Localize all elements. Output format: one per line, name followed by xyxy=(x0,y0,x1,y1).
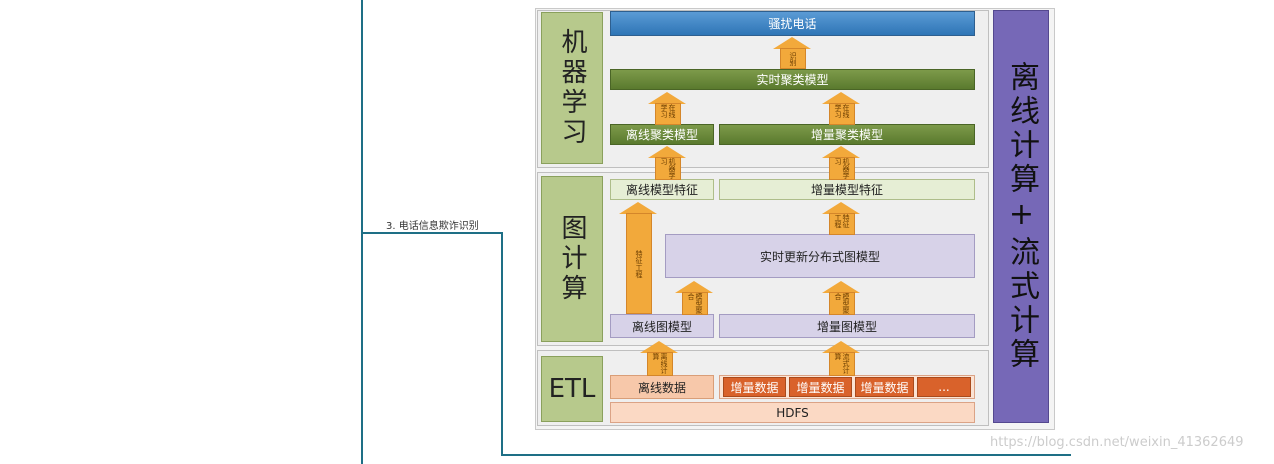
arrow-head xyxy=(773,37,811,49)
box-offline-feature: 离线模型特征 xyxy=(610,179,714,200)
arrow-head xyxy=(648,146,686,158)
box-incr-feature: 增量模型特征 xyxy=(719,179,975,200)
box-incr-data-3: 增量数据 xyxy=(855,377,914,397)
arrow-feature-eng-offline: 特征工程 xyxy=(619,202,657,314)
arrow-offline-compute: 离线计算 xyxy=(640,341,678,376)
arrow-head xyxy=(640,341,678,353)
arrow-online-learning-offline: 在线学习 xyxy=(648,92,686,125)
box-incr-data-2: 增量数据 xyxy=(789,377,852,397)
arrow-identify: 识别 xyxy=(773,37,811,69)
box-incr-graph: 增量图模型 xyxy=(719,314,975,338)
arrow-stream-compute: 流式计算 xyxy=(822,341,860,376)
arrow-head xyxy=(822,202,860,214)
box-realtime-graph: 实时更新分布式图模型 xyxy=(665,234,975,278)
watermark: https://blog.csdn.net/weixin_41362649 xyxy=(990,435,1244,450)
box-incr-data-more: ... xyxy=(917,377,971,397)
arrow-ml-offline: 机器学习 xyxy=(648,146,686,180)
arrow-head xyxy=(822,146,860,158)
section-title-ml: 机器学习 xyxy=(541,12,603,164)
arrow-label: 流式计算 xyxy=(829,352,855,376)
arrow-label: 模型聚合 xyxy=(682,292,708,315)
box-offline-data: 离线数据 xyxy=(610,375,714,399)
section-title-etl: ETL xyxy=(541,356,603,422)
mindmap-branch-connector xyxy=(501,232,503,456)
box-offline-cluster: 离线聚类模型 xyxy=(610,124,714,145)
arrow-model-agg-offline: 模型聚合 xyxy=(675,281,713,315)
arrow-head xyxy=(822,281,860,293)
arrow-model-agg-incr: 模型聚合 xyxy=(822,281,860,315)
arrow-head xyxy=(648,92,686,104)
arrow-label: 在线学习 xyxy=(655,103,681,125)
mindmap-branch-underline xyxy=(501,454,1071,456)
arrow-label: 在线学习 xyxy=(829,103,855,125)
arrow-head xyxy=(619,202,657,214)
mindmap-branch-line xyxy=(362,232,502,234)
box-offline-graph: 离线图模型 xyxy=(610,314,714,338)
right-band-compute: 离线计算+流式计算 xyxy=(993,10,1049,423)
arrow-label: 识别 xyxy=(780,48,806,69)
box-incr-data-1: 增量数据 xyxy=(723,377,786,397)
arrow-label: 特征工程 xyxy=(829,213,855,235)
arrow-label: 离线计算 xyxy=(647,352,673,376)
arrow-label: 特征工程 xyxy=(626,213,652,314)
arrow-head xyxy=(822,341,860,353)
box-hdfs: HDFS xyxy=(610,402,975,423)
box-harass-call: 骚扰电话 xyxy=(610,11,975,36)
box-incr-cluster: 增量聚类模型 xyxy=(719,124,975,145)
arrow-label: 机器学习 xyxy=(655,157,681,180)
arrow-online-learning-incr: 在线学习 xyxy=(822,92,860,125)
arrow-feature-eng-incr: 特征工程 xyxy=(822,202,860,235)
arrow-ml-incr: 机器学习 xyxy=(822,146,860,180)
arrow-head xyxy=(675,281,713,293)
arrow-label: 模型聚合 xyxy=(829,292,855,315)
arrow-label: 机器学习 xyxy=(829,157,855,180)
box-realtime-cluster: 实时聚类模型 xyxy=(610,69,975,90)
section-title-graph: 图计算 xyxy=(541,176,603,342)
arrow-head xyxy=(822,92,860,104)
mindmap-node-label[interactable]: 3. 电话信息欺诈识别 xyxy=(386,221,479,232)
